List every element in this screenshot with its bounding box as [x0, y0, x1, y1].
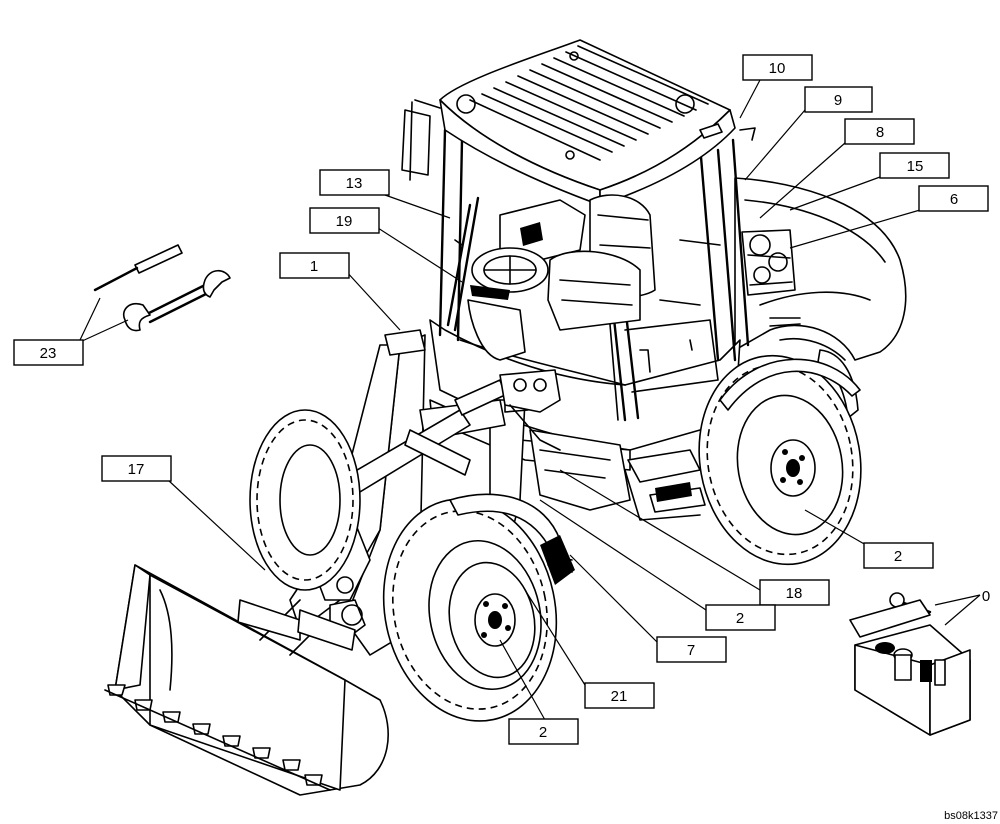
callout-17: 17 — [101, 455, 172, 482]
callout-8: 8 — [844, 118, 915, 145]
callout-9: 9 — [804, 86, 873, 113]
wrench-icon — [123, 269, 231, 332]
loader-bucket — [104, 564, 389, 796]
rear-wheel — [698, 354, 862, 566]
windshield-wiper — [446, 196, 480, 332]
callout-1: 1 — [279, 252, 350, 279]
callout-19-label: 19 — [336, 213, 353, 230]
rear-fender — [719, 358, 861, 411]
callout-18-label: 18 — [786, 585, 803, 602]
callout-21: 21 — [584, 682, 655, 709]
callout-13: 13 — [319, 169, 390, 196]
callout-15-label: 15 — [907, 158, 924, 175]
callout-7-label: 7 — [687, 642, 695, 659]
cab-interior — [467, 194, 721, 361]
callout-18: 18 — [759, 579, 830, 606]
callout-2-rear-wheel: 2 — [863, 542, 934, 569]
callout-2-rear-wheel-label: 2 — [894, 548, 902, 565]
operator-cab — [401, 39, 756, 422]
leader-lines — [79, 79, 981, 721]
callout-1-label: 1 — [310, 258, 318, 275]
callout-7: 7 — [656, 636, 727, 663]
callout-0: 0 — [982, 588, 990, 605]
callout-6-label: 6 — [950, 191, 958, 208]
callout-2-frame: 2 — [705, 604, 776, 631]
callout-21-label: 21 — [611, 688, 628, 705]
callout-13-label: 13 — [346, 175, 363, 192]
callout-8-label: 8 — [876, 124, 884, 141]
callout-10: 10 — [742, 54, 813, 81]
callout-2-front-wheel: 2 — [508, 718, 579, 745]
screwdriver-icon — [93, 244, 183, 292]
callout-15: 15 — [879, 152, 950, 179]
callout-9-label: 9 — [834, 92, 842, 109]
callout-23: 23 — [13, 339, 84, 366]
callout-2-frame-label: 2 — [736, 610, 744, 627]
front-right-wheel — [382, 498, 558, 722]
callout-0-label: 0 — [982, 588, 990, 605]
front-left-wheel — [249, 409, 361, 591]
callout-10-label: 10 — [769, 60, 786, 77]
callout-6: 6 — [918, 185, 989, 212]
callout-17-label: 17 — [128, 461, 145, 478]
callout-2-front-wheel-label: 2 — [539, 724, 547, 741]
drawing-reference-code: bs08k1337 — [944, 810, 998, 822]
rear-engine-component — [741, 229, 796, 296]
toolbox-icon — [849, 599, 971, 736]
callout-23-label: 23 — [40, 345, 57, 362]
callout-19: 19 — [309, 207, 380, 234]
front-fender — [449, 493, 575, 585]
